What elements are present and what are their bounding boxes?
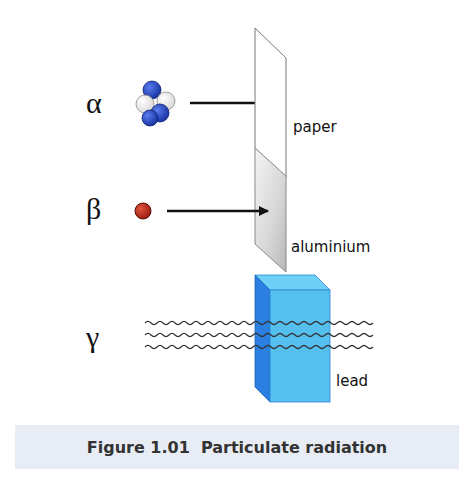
- material-label: aluminium: [291, 240, 370, 255]
- gamma-symbol: γ: [86, 322, 99, 352]
- alpha-symbol: α: [86, 88, 102, 118]
- gamma-rays: [145, 322, 373, 349]
- alpha-particle: [136, 81, 175, 126]
- beta-symbol: β: [86, 194, 101, 224]
- figure-caption: Figure 1.01 Particulate radiation: [15, 425, 459, 469]
- beta-arrow: [167, 210, 268, 213]
- beta-particle: [135, 203, 151, 219]
- lead-block: [255, 275, 330, 402]
- caption-band: [15, 425, 459, 469]
- material-label: paper: [293, 120, 337, 135]
- material-label: lead: [336, 374, 368, 389]
